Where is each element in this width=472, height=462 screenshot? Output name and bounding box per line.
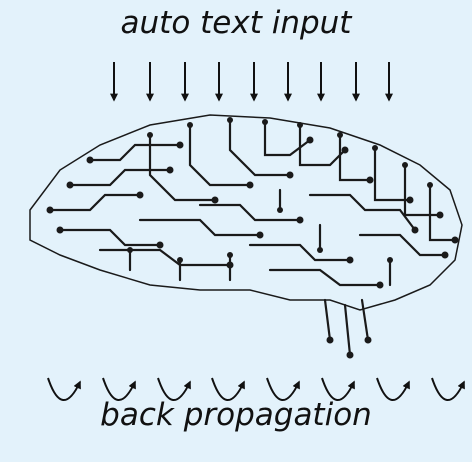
feedback-arrow xyxy=(211,377,245,401)
feedback-arrow xyxy=(157,377,191,401)
feedback-arrow xyxy=(102,377,136,401)
feedback-arrow xyxy=(266,377,300,401)
circuit-nodes xyxy=(46,117,459,359)
feedback-arrow xyxy=(321,377,355,401)
input-label: auto text input xyxy=(120,5,352,41)
feedback-label: back propagation xyxy=(100,397,372,433)
circuit-brain-icon xyxy=(29,114,463,357)
feedback-arrows xyxy=(47,377,465,401)
feedback-arrow xyxy=(47,377,81,401)
feedback-arrow xyxy=(431,377,465,401)
feedback-arrow xyxy=(376,377,410,401)
input-arrows xyxy=(110,62,393,102)
